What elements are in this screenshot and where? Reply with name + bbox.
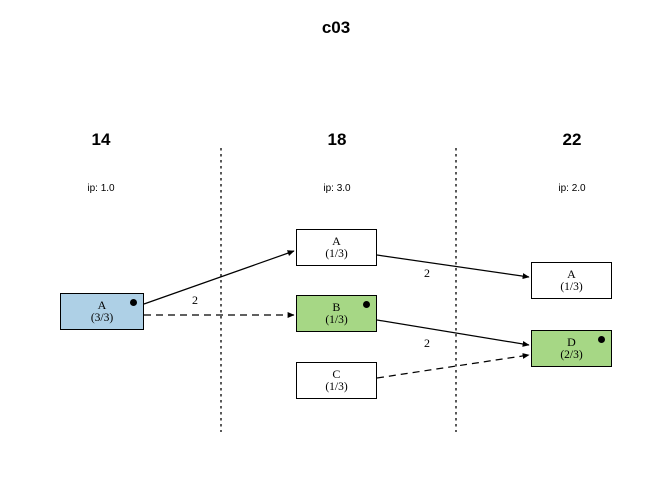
node-label: C <box>332 366 341 381</box>
edge-n0-n1 <box>143 250 295 305</box>
marker-dot-icon <box>130 299 137 306</box>
column-header-1: 18 <box>327 130 347 149</box>
edge-n3-n5 <box>376 352 530 379</box>
column-header-2: 22 <box>562 130 582 149</box>
node-fraction: (1/3) <box>325 247 348 260</box>
column-ip-0: ip: 1.0 <box>87 183 115 194</box>
edge-weight-label: 2 <box>192 293 198 307</box>
node-fraction: (2/3) <box>560 348 583 361</box>
edge-weight-label: 2 <box>424 336 430 350</box>
page-title: c03 <box>321 18 351 37</box>
node-fraction: (3/3) <box>90 311 114 324</box>
column-header-0: 14 <box>91 130 111 149</box>
marker-dot-icon <box>598 336 605 343</box>
node-label: A <box>97 297 107 312</box>
node-box[interactable]: D (2/3) <box>531 330 612 367</box>
node-box[interactable]: A (1/3) <box>296 229 377 266</box>
node-label: D <box>567 334 576 349</box>
node-box[interactable]: B (1/3) <box>296 295 377 332</box>
node-label: B <box>332 299 341 314</box>
edge-n1-n4 <box>376 254 530 280</box>
edges <box>143 250 530 379</box>
node-box[interactable]: A (3/3) <box>60 293 144 330</box>
node-label: A <box>332 233 341 248</box>
node-fraction: (1/3) <box>325 313 348 326</box>
edge-n2-n5 <box>376 319 530 347</box>
node-box[interactable]: A (1/3) <box>531 262 612 299</box>
column-ip-1: ip: 3.0 <box>323 183 351 194</box>
node-fraction: (1/3) <box>560 280 583 293</box>
node-label: A <box>567 266 576 281</box>
edge-weight-label: 2 <box>424 266 430 280</box>
node-box[interactable]: C (1/3) <box>296 362 377 399</box>
column-ip-2: ip: 2.0 <box>558 183 586 194</box>
marker-dot-icon <box>363 301 370 308</box>
node-fraction: (1/3) <box>325 380 348 393</box>
